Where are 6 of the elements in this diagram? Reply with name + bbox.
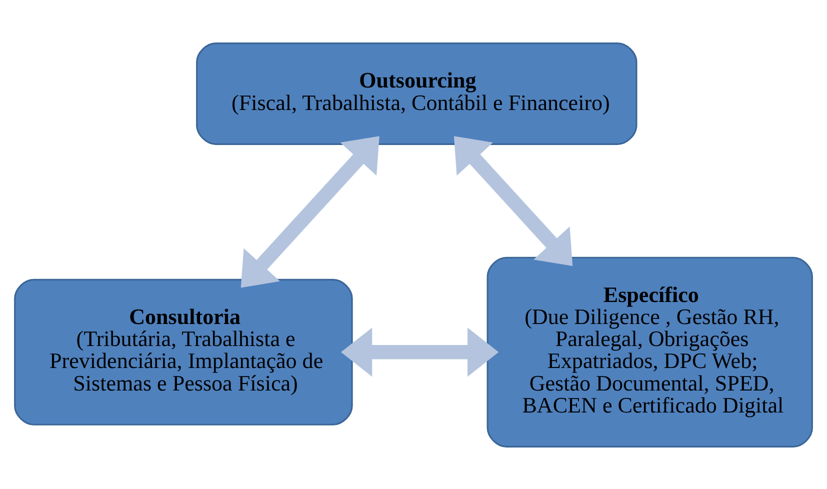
node-box: Outsourcing (Fiscal, Trabalhista, Contábil e Financeiro)	[196, 42, 638, 144]
arrow	[240, 136, 380, 288]
node-box: Específico (Due Diligence , Gestão RH, Paralegal, Obrigações Expatriados, DPC Web; Gestão Documental, SPED, BACEN e Certificado Digital	[486, 256, 813, 447]
node-box: Consultoria (Tributária, Trabalhista e Previdenciária, Implantação de Sistemas e Pessoa Física)	[14, 278, 353, 425]
arrow	[340, 327, 499, 376]
arrow	[454, 136, 573, 266]
